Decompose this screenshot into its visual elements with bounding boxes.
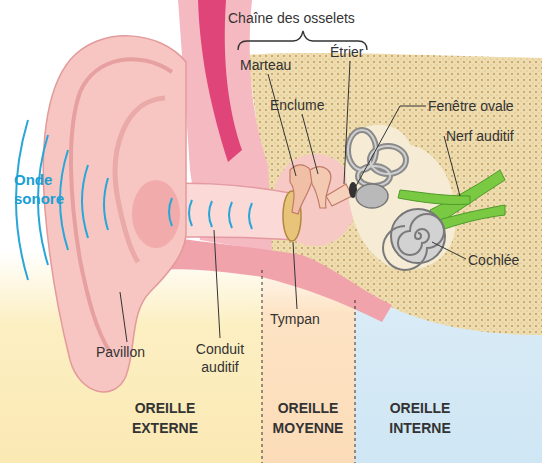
leader-line (302, 114, 318, 174)
concha (132, 180, 180, 248)
canal-loop (348, 130, 376, 170)
canal-loop (358, 166, 390, 186)
leader-line (268, 74, 296, 176)
part-label: Cochlée (468, 251, 519, 269)
wave-arc (82, 165, 88, 238)
part-label: Marteau (240, 56, 291, 74)
leader-line (356, 106, 426, 186)
wave-arc (189, 200, 192, 226)
zone-label: OREILLE INTERNE (378, 398, 462, 438)
leader-line (344, 61, 350, 184)
malleus (290, 165, 312, 214)
zone-label: OREILLE MOYENNE (266, 398, 350, 438)
part-label: Conduit auditif (184, 340, 256, 376)
wave-label: Onde sonore (14, 170, 72, 208)
leader-line (444, 136, 460, 196)
leader-line (432, 242, 466, 259)
wave-arc (209, 201, 212, 227)
group-label: Chaîne des osselets (228, 9, 355, 27)
wave-arc (249, 203, 252, 229)
stapes (326, 184, 352, 206)
part-label: Étrier (330, 43, 363, 61)
part-label: Pavillon (96, 343, 145, 361)
semicircular-canals-inner (348, 130, 406, 186)
wave-arc (229, 202, 232, 228)
part-label: Enclume (270, 96, 324, 114)
incus (310, 167, 331, 208)
semicircular-canals (348, 130, 406, 186)
zone-label: OREILLE EXTERNE (123, 398, 207, 438)
wave-arc (169, 198, 172, 226)
part-label: Nerf auditif (446, 127, 514, 145)
vestibule (356, 184, 388, 208)
wave-arc (104, 178, 108, 230)
leader-line (120, 292, 127, 342)
part-label: Tympan (270, 310, 320, 328)
cochlea-spiral (383, 214, 444, 270)
part-label: Fenêtre ovale (428, 97, 514, 115)
